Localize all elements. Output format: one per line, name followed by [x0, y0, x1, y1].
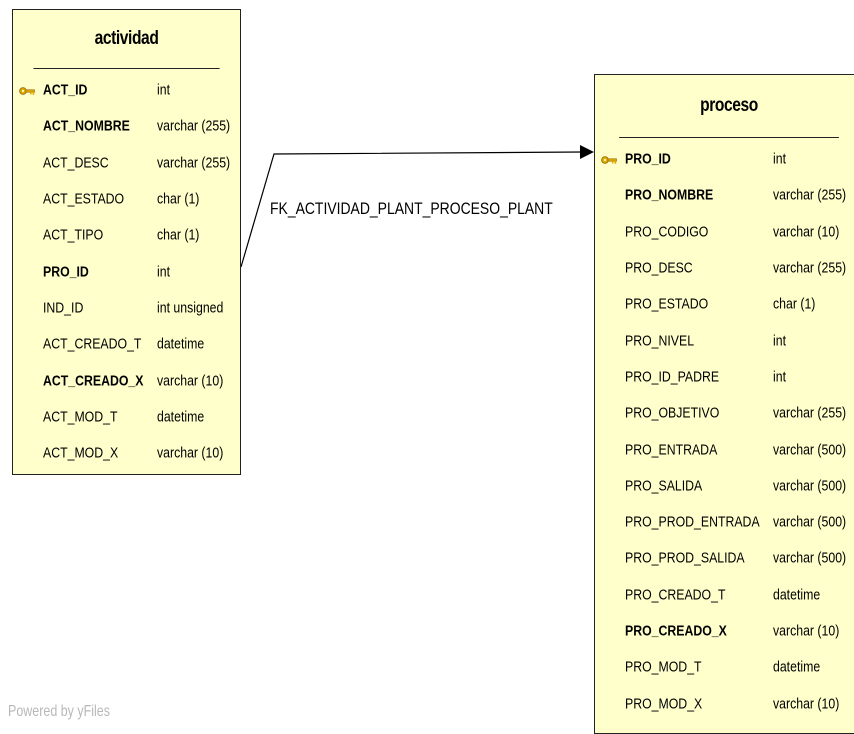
column-type: int	[773, 368, 786, 386]
column-name: PRO_SALIDA	[625, 477, 703, 495]
key-icon	[601, 153, 617, 165]
column-row[interactable]: PRO_CREADO_T datetime	[595, 577, 854, 613]
column-row[interactable]: ACT_TIPO char (1)	[13, 217, 240, 253]
column-name: PRO_NIVEL	[625, 332, 695, 350]
column-name: ACT_TIPO	[43, 226, 104, 244]
column-row[interactable]: ACT_ID int	[13, 72, 240, 108]
column-type: varchar (10)	[773, 223, 840, 241]
column-type: int	[157, 81, 170, 99]
column-row[interactable]: ACT_DESC varchar (255)	[13, 145, 240, 181]
column-type: int	[157, 263, 170, 281]
relationship-label: FK_ACTIVIDAD_PLANT_PROCESO_PLANT	[270, 199, 553, 218]
column-row[interactable]: PRO_ID_PADRE int	[595, 359, 854, 395]
column-name: PRO_MOD_T	[625, 658, 702, 676]
column-type: varchar (255)	[773, 404, 847, 422]
column-row[interactable]: PRO_CODIGO varchar (10)	[595, 214, 854, 250]
column-name: ACT_DESC	[43, 154, 109, 172]
column-name: PRO_NOMBRE	[625, 186, 714, 204]
column-name: ACT_ESTADO	[43, 190, 125, 208]
column-name: ACT_CREADO_X	[43, 372, 144, 390]
column-type: int	[773, 150, 786, 168]
column-name: PRO_CODIGO	[625, 223, 709, 241]
column-type: char (1)	[773, 295, 816, 313]
column-row[interactable]: IND_ID int unsigned	[13, 290, 240, 326]
column-row[interactable]: ACT_ESTADO char (1)	[13, 181, 240, 217]
column-type: varchar (255)	[157, 154, 231, 172]
column-row[interactable]: PRO_PROD_SALIDA varchar (500)	[595, 540, 854, 576]
column-name: ACT_MOD_X	[43, 444, 119, 462]
fk-connector-line	[240, 151, 583, 268]
column-name: ACT_MOD_T	[43, 408, 118, 426]
column-name: ACT_ID	[43, 81, 88, 99]
column-name: PRO_ID	[43, 263, 89, 281]
column-type: varchar (500)	[773, 549, 847, 567]
column-row[interactable]: PRO_ID int	[13, 253, 240, 289]
column-row[interactable]: ACT_CREADO_T datetime	[13, 326, 240, 362]
column-type: varchar (10)	[773, 695, 840, 713]
column-row[interactable]: PRO_DESC varchar (255)	[595, 250, 854, 286]
column-type: datetime	[157, 408, 205, 426]
column-name: PRO_PROD_ENTRADA	[625, 513, 760, 531]
column-row[interactable]: PRO_NOMBRE varchar (255)	[595, 177, 854, 213]
key-icon	[19, 84, 35, 96]
column-type: varchar (10)	[157, 372, 224, 390]
column-type: datetime	[157, 335, 205, 353]
column-row[interactable]: ACT_MOD_X varchar (10)	[13, 435, 240, 471]
column-type: char (1)	[157, 190, 200, 208]
column-name: PRO_ID_PADRE	[625, 368, 720, 386]
column-type: varchar (500)	[773, 513, 847, 531]
column-type: varchar (10)	[157, 444, 224, 462]
entity-title: proceso	[619, 75, 839, 138]
column-name: PRO_OBJETIVO	[625, 404, 720, 422]
column-row[interactable]: PRO_MOD_T datetime	[595, 649, 854, 685]
column-name: PRO_CREADO_X	[625, 622, 727, 640]
column-name: IND_ID	[43, 299, 84, 317]
column-type: datetime	[773, 586, 821, 604]
column-row[interactable]: PRO_SALIDA varchar (500)	[595, 468, 854, 504]
fk-arrowhead	[580, 145, 594, 159]
entity-title: actividad	[33, 10, 220, 69]
column-type: int	[773, 332, 786, 350]
column-type: int unsigned	[157, 299, 224, 317]
column-row[interactable]: ACT_MOD_T datetime	[13, 399, 240, 435]
column-type: varchar (255)	[157, 117, 231, 135]
column-type: varchar (10)	[773, 622, 840, 640]
column-type: varchar (500)	[773, 477, 847, 495]
column-type: varchar (500)	[773, 441, 847, 459]
column-type: varchar (255)	[773, 186, 847, 204]
column-row[interactable]: ACT_NOMBRE varchar (255)	[13, 108, 240, 144]
column-row[interactable]: ACT_CREADO_X varchar (10)	[13, 362, 240, 398]
column-row[interactable]: PRO_PROD_ENTRADA varchar (500)	[595, 504, 854, 540]
column-name: PRO_CREADO_T	[625, 586, 726, 604]
column-row[interactable]: PRO_NIVEL int	[595, 322, 854, 358]
column-row[interactable]: PRO_ENTRADA varchar (500)	[595, 431, 854, 467]
column-name: PRO_ENTRADA	[625, 441, 718, 459]
column-type: datetime	[773, 658, 821, 676]
column-name: ACT_NOMBRE	[43, 117, 130, 135]
column-row[interactable]: PRO_OBJETIVO varchar (255)	[595, 395, 854, 431]
column-row[interactable]: PRO_MOD_X varchar (10)	[595, 685, 854, 721]
column-name: PRO_PROD_SALIDA	[625, 549, 745, 567]
column-type: varchar (255)	[773, 259, 847, 277]
column-name: PRO_DESC	[625, 259, 693, 277]
column-type: char (1)	[157, 226, 200, 244]
column-row[interactable]: PRO_ESTADO char (1)	[595, 286, 854, 322]
column-name: PRO_ESTADO	[625, 295, 709, 313]
column-name: PRO_MOD_X	[625, 695, 703, 713]
column-name: ACT_CREADO_T	[43, 335, 142, 353]
watermark: Powered by yFiles	[8, 703, 110, 720]
column-row[interactable]: PRO_ID int	[595, 141, 854, 177]
column-row[interactable]: PRO_CREADO_X varchar (10)	[595, 613, 854, 649]
column-name: PRO_ID	[625, 150, 671, 168]
